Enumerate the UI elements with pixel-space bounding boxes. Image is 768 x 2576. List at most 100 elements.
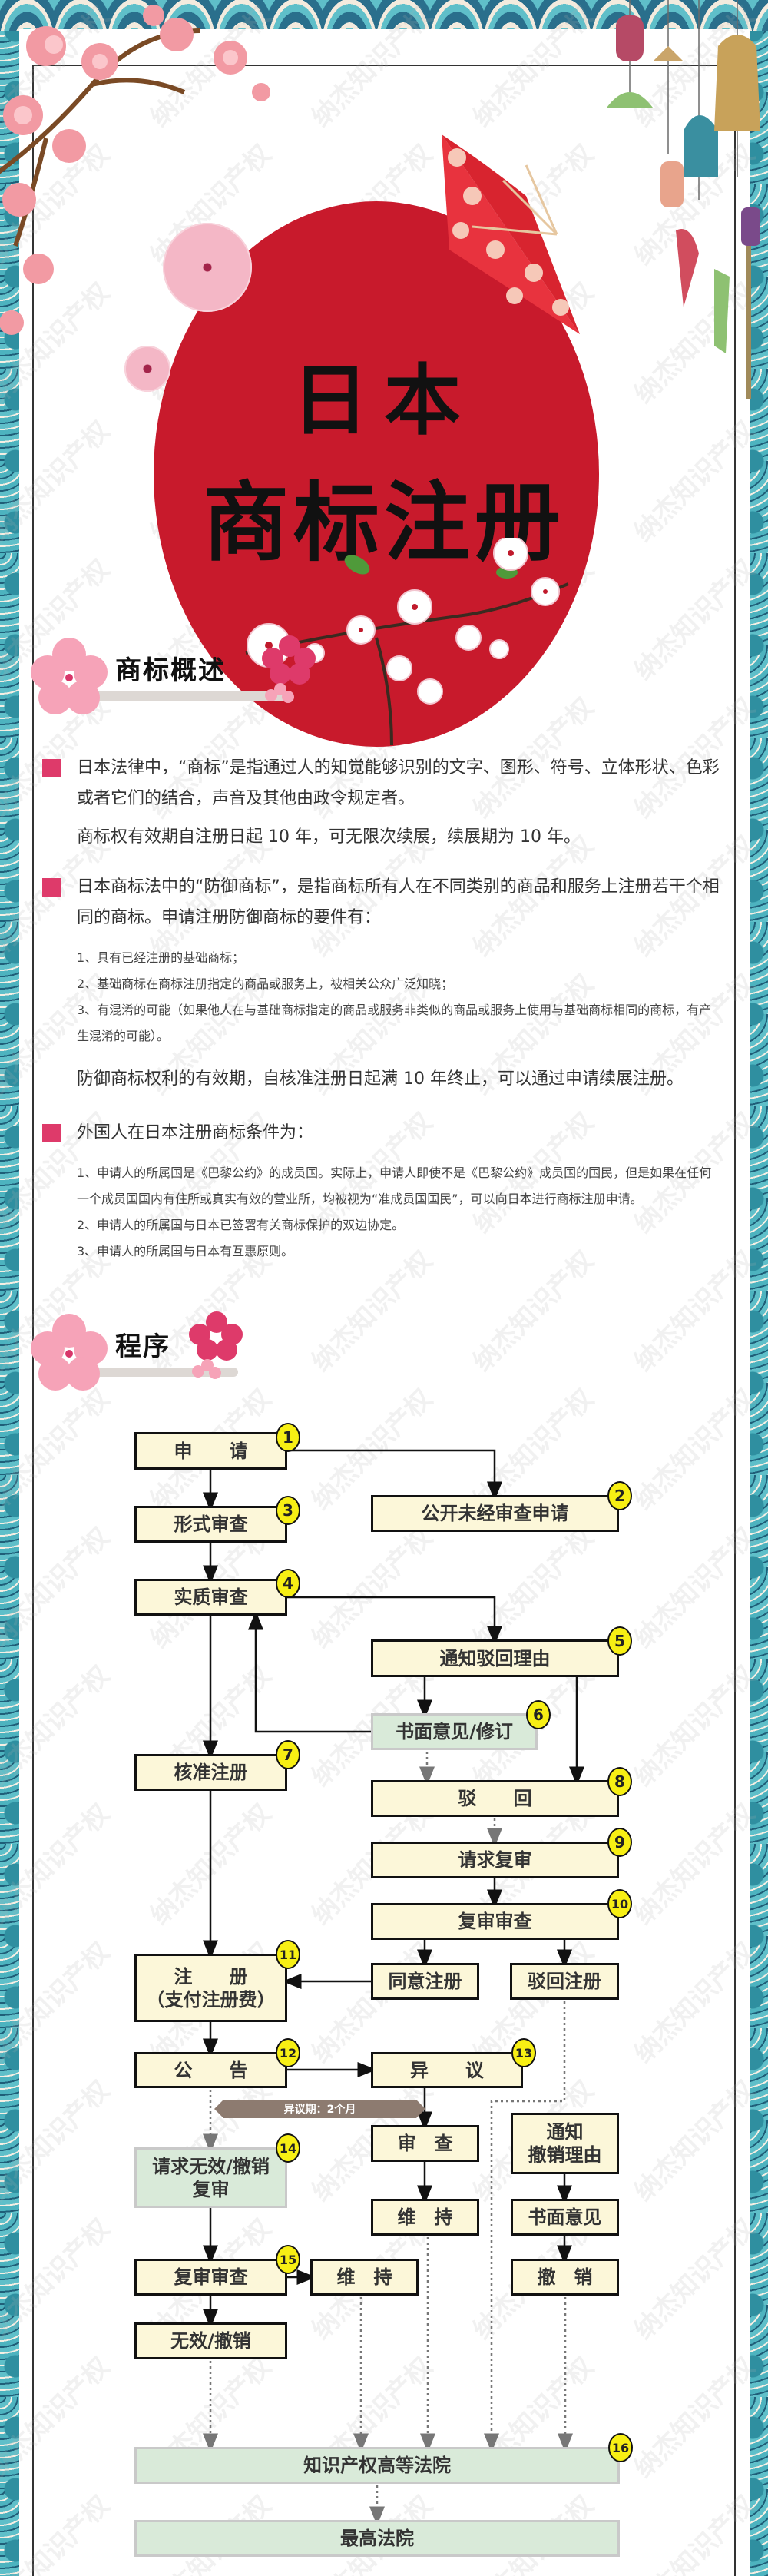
step-number-badge: 14 <box>276 2133 300 2163</box>
section-heading-overview: 商标概述 <box>31 634 316 718</box>
cherry-blossom-branch-icon <box>0 5 270 335</box>
pink-flower-icon <box>31 638 108 714</box>
flow-step-agree-registration: 同意注册 <box>371 1963 479 2000</box>
step-label: 核准注册 <box>174 1762 248 1783</box>
step-label: 公 告 <box>174 2059 248 2081</box>
flow-step-substantive-exam: 实质审查 <box>134 1579 287 1616</box>
flow-step-notice-of-cancellation: 通知 撤销理由 <box>511 2113 619 2174</box>
step-label: 维 持 <box>336 2266 392 2288</box>
flow-step-unexamined-publication: 公开未经审查申请 <box>371 1495 619 1532</box>
flow-step-publication: 公 告 <box>134 2052 287 2088</box>
step-number-badge: 5 <box>607 1626 632 1656</box>
inner-frame <box>32 65 736 2576</box>
step-sublabel: 撤销理由 <box>528 2144 602 2166</box>
pink-flower-small-icon <box>124 346 170 392</box>
section-title: 程序 <box>115 1331 170 1362</box>
step-sublabel: 复审 <box>192 2178 230 2200</box>
step-label: 实质审查 <box>174 1586 248 1608</box>
flow-step-maintain-middle: 维 持 <box>310 2259 419 2296</box>
step-label: 异 议 <box>410 2059 484 2081</box>
step-number-badge: 4 <box>276 1569 300 1598</box>
flow-step-review: 审 查 <box>371 2125 479 2162</box>
flow-step-cancellation: 撤 销 <box>511 2259 619 2296</box>
step-label: 撤 销 <box>537 2266 593 2288</box>
condition-2: 2、申请人的所属国与日本已签署有关商标保护的双边协定。 <box>77 1218 405 1232</box>
flow-step-formality-exam: 形式审查 <box>134 1506 287 1543</box>
step-sublabel: （支付注册费） <box>146 1988 276 2011</box>
wind-chimes-icon <box>607 0 760 399</box>
overview-item-1-note: 商标权有效期自注册日起 10 年，可无限次续展，续展期为 10 年。 <box>77 827 581 847</box>
flow-step-invalid-cancel: 无效/撤销 <box>134 2322 287 2359</box>
overview-item-2-note: 防御商标权利的有效期，自核准注册日起满 10 年终止，可以通过申请续展注册。 <box>77 1069 684 1089</box>
overview-item-2-requirements: 1、具有已经注册的基础商标； 2、基础商标在商标注册指定的商品或服务上，被相关公… <box>77 945 714 1049</box>
step-number-badge: 15 <box>276 2245 300 2274</box>
step-label: 复审审查 <box>458 1911 532 1932</box>
flow-step-notice-of-refusal: 通知驳回理由 <box>371 1639 619 1677</box>
flow-step-maintain-right: 维 持 <box>371 2199 479 2236</box>
step-label: 最高法院 <box>340 2528 414 2549</box>
step-label: 申 请 <box>174 1440 248 1462</box>
overview-item-3-text: 外国人在日本注册商标条件为： <box>77 1123 314 1142</box>
requirement-1: 1、具有已经注册的基础商标； <box>77 950 245 965</box>
step-number-badge: 8 <box>607 1767 632 1796</box>
requirement-3: 3、有混淆的可能（如果他人在与基础商标指定的商品或服务非类似的商品或服务上使用与… <box>77 1003 712 1043</box>
flow-step-approval: 核准注册 <box>134 1754 287 1791</box>
step-label: 知识产权高等法院 <box>303 2455 451 2476</box>
step-label: 复审审查 <box>174 2266 248 2288</box>
step-label: 形式审查 <box>174 1513 248 1535</box>
step-number-badge: 12 <box>276 2038 300 2067</box>
opposition-period-banner: 异议期：2个月 <box>214 2100 425 2118</box>
flow-step-opposition: 异 议 <box>371 2052 523 2088</box>
overview-item-2-text: 日本商标法中的“防御商标”，是指商标所有人在不同类别的商品和服务上注册若干个相同… <box>77 877 720 927</box>
requirement-2: 2、基础商标在商标注册指定的商品或服务上，被相关公众广泛知晓； <box>77 976 454 991</box>
step-number-badge: 16 <box>608 2433 633 2462</box>
step-number-badge: 3 <box>276 1496 300 1525</box>
step-label: 请求复审 <box>458 1849 532 1871</box>
folding-fan-icon <box>442 134 580 334</box>
step-label: 同意注册 <box>388 1971 462 1992</box>
pink-flower-icon <box>31 1314 108 1391</box>
step-label: 驳回注册 <box>528 1971 601 1992</box>
step-label: 通知驳回理由 <box>439 1647 551 1669</box>
step-number-badge: 10 <box>607 1889 632 1918</box>
flow-step-application: 申 请 <box>134 1432 287 1470</box>
condition-3: 3、申请人的所属国与日本有互惠原则。 <box>77 1244 294 1258</box>
step-number-badge: 9 <box>607 1828 632 1857</box>
hero-title-line1: 日本 <box>292 355 476 446</box>
flow-step-invalidation-appeal-exam: 复审审查 <box>134 2259 287 2296</box>
step-label: 驳 回 <box>458 1788 532 1809</box>
step-label: 通知 <box>546 2121 584 2143</box>
step-label: 书面意见 <box>528 2206 602 2228</box>
step-number-badge: 7 <box>276 1740 300 1769</box>
step-number-badge: 13 <box>511 2038 536 2067</box>
condition-1: 1、申请人的所属国是《巴黎公约》的成员国。实际上，申请人即使不是《巴黎公约》成员… <box>77 1165 712 1206</box>
flow-step-supreme-court: 最高法院 <box>134 2520 620 2557</box>
flow-step-registration: 注 册 （支付注册费） <box>134 1954 287 2022</box>
flow-step-written-opinion-amendment: 书面意见/修订 <box>371 1713 538 1750</box>
flow-step-invalidation-request: 请求无效/撤销 复审 <box>134 2147 287 2208</box>
flow-step-refusal: 驳 回 <box>371 1780 619 1817</box>
step-label: 维 持 <box>397 2206 453 2228</box>
flow-step-written-opinion: 书面意见 <box>511 2199 619 2236</box>
overview-item-3-conditions: 1、申请人的所属国是《巴黎公约》的成员国。实际上，申请人即使不是《巴黎公约》成员… <box>77 1160 714 1265</box>
flow-step-request-appeal: 请求复审 <box>371 1842 619 1878</box>
step-label: 书面意见/修订 <box>396 1721 513 1742</box>
flow-step-appeal-exam: 复审审查 <box>371 1903 619 1940</box>
overview-item-1-text: 日本法律中，“商标”是指通过人的知觉能够识别的文字、图形、符号、立体形状、色彩或… <box>77 758 720 808</box>
pink-flower-icon <box>163 223 252 312</box>
step-number-badge: 1 <box>276 1423 300 1452</box>
bullet-marker <box>42 1124 61 1142</box>
magenta-flower-icon <box>262 635 316 703</box>
flow-step-refuse-registration: 驳回注册 <box>510 1963 619 2000</box>
step-number-badge: 6 <box>526 1700 551 1729</box>
heading-underline <box>84 691 292 701</box>
step-label: 审 查 <box>397 2133 453 2154</box>
section-title: 商标概述 <box>115 655 226 686</box>
step-label: 注 册 <box>174 1965 248 1988</box>
step-label: 公开未经审查申请 <box>421 1503 569 1524</box>
section-heading-procedure: 程序 <box>31 1310 315 1394</box>
flow-step-ip-high-court: 知识产权高等法院 <box>134 2447 620 2484</box>
step-label: 请求无效/撤销 <box>152 2155 270 2177</box>
step-number-badge: 2 <box>607 1481 632 1510</box>
